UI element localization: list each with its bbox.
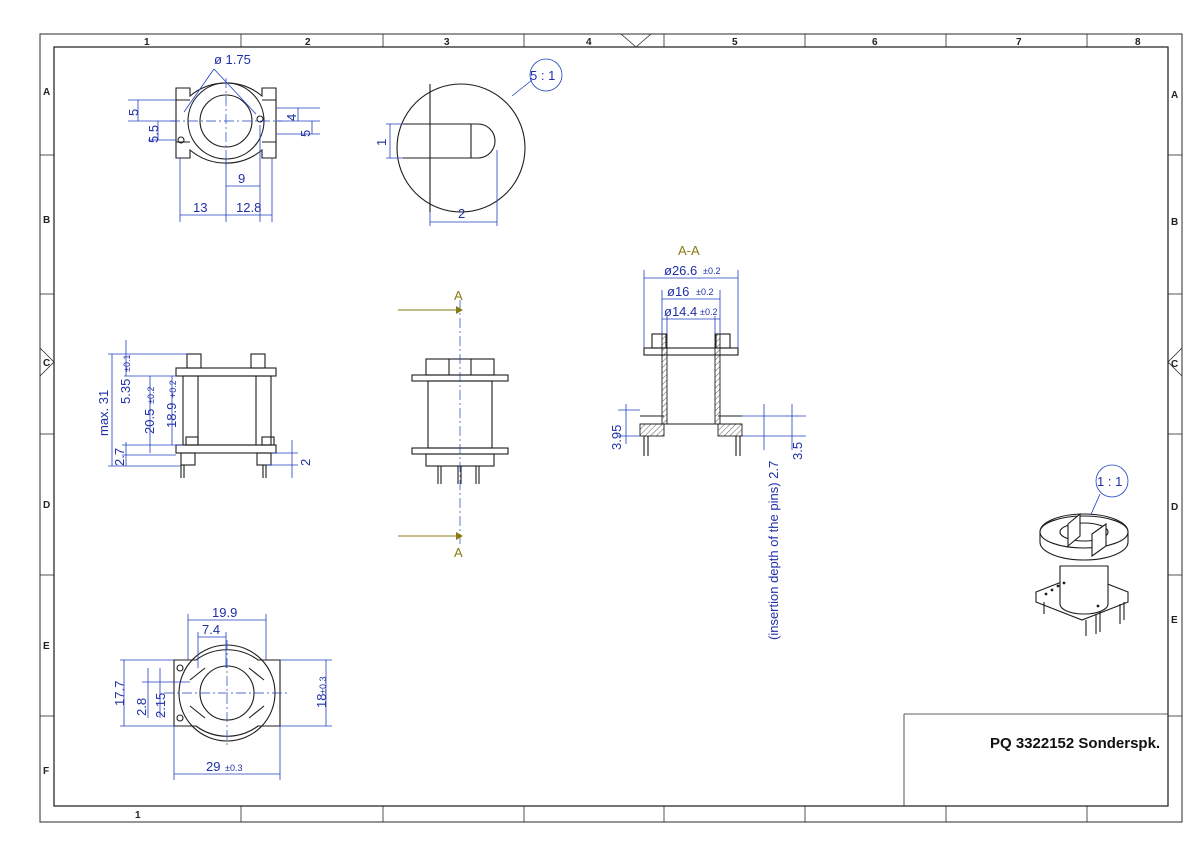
col-label-6: 6 — [872, 37, 878, 48]
detail-dim-width-2: 2 — [458, 206, 465, 221]
col-label-5: 5 — [732, 37, 738, 48]
bottom-dim-29: 29 — [206, 759, 220, 774]
row-label-f-left: F — [43, 766, 49, 777]
top-dim-left-5: 5 — [126, 109, 141, 116]
side-dim-189-tol: +0.2 — [168, 380, 178, 398]
row-label-e-right: E — [1171, 615, 1178, 626]
side-view: max. 31 5.35 ±0.1 20.5 ±0.2 18.9 +0.2 2.… — [96, 340, 313, 478]
row-label-a-right: A — [1171, 90, 1178, 101]
bottom-dim-18: 18 — [314, 694, 329, 708]
col-label-bottom-1: 1 — [135, 810, 141, 821]
col-label-8: 8 — [1135, 37, 1141, 48]
section-mark-bottom: A — [454, 545, 463, 560]
bottom-dim-29-tol: ±0.3 — [225, 763, 242, 773]
bottom-dim-28: 2.8 — [134, 698, 149, 716]
section-dim-dia144: ø14.4 — [664, 304, 697, 319]
section-title: A-A — [678, 243, 700, 258]
top-dim-center-9: 9 — [238, 171, 245, 186]
detail-scale: 5 : 1 — [530, 68, 555, 83]
top-dim-right-5: 5 — [298, 130, 313, 137]
col-label-2: 2 — [305, 37, 311, 48]
side-dim-205: 20.5 — [142, 409, 157, 434]
drawing-title: PQ 3322152 Sonderspk. — [990, 735, 1160, 752]
bottom-dim-74: 7.4 — [202, 622, 220, 637]
iso-scale: 1 : 1 — [1097, 474, 1122, 489]
bottom-view: 19.9 7.4 17.7 2.8 2.15 18 ±0.3 29 ±0.3 — [112, 605, 332, 780]
top-view: ø 1.75 5 5.5 4 5 9 13 12.8 — [126, 52, 320, 222]
side-dim-max31: max. 31 — [96, 390, 111, 436]
section-dim-dia16: ø16 — [667, 284, 689, 299]
section-view: A-A ø26.6 ±0.2 ø16 ±0.2 ø14.4 ±0.2 — [609, 243, 806, 640]
section-dim-dia144-tol: ±0.2 — [700, 307, 717, 317]
iso-view: 1 : 1 — [1035, 464, 1129, 636]
bottom-dim-177: 17.7 — [112, 681, 127, 706]
side-dim-2: 2 — [298, 459, 313, 466]
section-dim-35: 3.5 — [790, 442, 805, 460]
detail-dim-height-1: 1 — [374, 139, 389, 146]
top-dim-bottom-12-8: 12.8 — [236, 200, 261, 215]
top-dim-bottom-13: 13 — [193, 200, 207, 215]
bottom-dim-215: 2.15 — [153, 693, 168, 718]
row-label-d-left: D — [43, 500, 50, 511]
side-dim-189: 18.9 — [164, 403, 179, 428]
row-label-a-left: A — [43, 87, 50, 98]
top-dim-hole-dia: ø 1.75 — [214, 52, 251, 67]
row-label-b-left: B — [43, 215, 50, 226]
drawing-frame — [39, 33, 1183, 823]
bottom-dim-18-tol: ±0.3 — [318, 677, 328, 694]
side-dim-535: 5.35 — [118, 379, 133, 404]
col-label-3: 3 — [444, 37, 450, 48]
row-label-e-left: E — [43, 641, 50, 652]
side-dim-205-tol: ±0.2 — [146, 387, 156, 404]
section-dim-dia266-tol: ±0.2 — [703, 266, 720, 276]
side-dim-27: 2.7 — [112, 448, 127, 466]
row-label-c-right: C — [1171, 359, 1178, 370]
row-label-c-left: C — [43, 358, 50, 369]
section-mark-top: A — [454, 288, 463, 303]
col-label-7: 7 — [1016, 37, 1022, 48]
section-dim-dia16-tol: ±0.2 — [696, 287, 713, 297]
grid-labels: 1 2 3 4 5 6 7 8 1 A B C D E F A B C D E — [43, 37, 1178, 821]
row-label-d-right: D — [1171, 502, 1178, 513]
side-dim-535-tol: ±0.1 — [122, 355, 132, 372]
detail-view: 5 : 1 1 2 — [374, 58, 563, 226]
row-label-b-right: B — [1171, 217, 1178, 228]
section-dim-dia266: ø26.6 — [664, 263, 697, 278]
bottom-dim-199: 19.9 — [212, 605, 237, 620]
section-dim-395: 3.95 — [609, 425, 624, 450]
front-view: A A — [398, 288, 509, 560]
section-dim-insertion: (insertion depth of the pins) 2.7 — [766, 461, 781, 640]
col-label-4: 4 — [586, 37, 592, 48]
top-dim-right-4: 4 — [284, 114, 299, 121]
col-label-1: 1 — [144, 37, 150, 48]
top-dim-left-5-5: 5.5 — [146, 125, 161, 143]
